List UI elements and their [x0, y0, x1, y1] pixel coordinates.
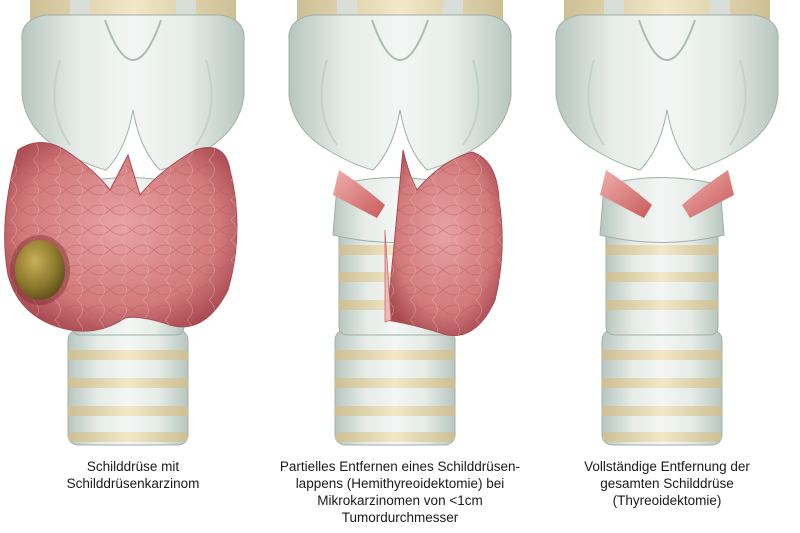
- thyroid-gland: [4, 142, 238, 332]
- caption-line: Tumordurchmesser: [341, 510, 459, 525]
- caption-line: Partielles Entfernen eines Schilddrüsen-: [279, 459, 521, 474]
- thyroid-with-carcinoma-illustration: [4, 0, 246, 446]
- caption-line: Schilddrüsenkarzinom: [66, 476, 200, 491]
- total-thyroidectomy-illustration: [554, 0, 780, 446]
- panel-carcinoma: Schilddrüse mit Schilddrüsenkarzinom: [0, 0, 266, 533]
- panel-hemithyroidectomy: Partielles Entfernen eines Schilddrüsen-…: [267, 0, 533, 533]
- caption-carcinoma: Schilddrüse mit Schilddrüsenkarzinom: [0, 458, 266, 492]
- remaining-thyroid-lobe: [384, 149, 503, 337]
- tumor: [10, 235, 70, 305]
- panel-thyroidectomy: Vollständige Entfernung der gesamten Sch…: [534, 0, 800, 533]
- hemithyroidectomy-illustration: [287, 0, 513, 446]
- caption-line: lappens (Hemithyreoidektomie) bei: [295, 476, 505, 491]
- caption-line: gesamten Schilddrüse: [600, 476, 734, 491]
- caption-thyroidectomy: Vollständige Entfernung der gesamten Sch…: [534, 458, 800, 509]
- caption-hemithyroidectomy: Partielles Entfernen eines Schilddrüsen-…: [267, 458, 533, 526]
- caption-line: Schilddrüse mit: [86, 459, 180, 474]
- caption-line: Vollständige Entfernung der: [584, 459, 750, 474]
- caption-line: (Thyreoidektomie): [612, 493, 722, 508]
- caption-line: Mikrokarzinomen von <1cm: [317, 493, 483, 508]
